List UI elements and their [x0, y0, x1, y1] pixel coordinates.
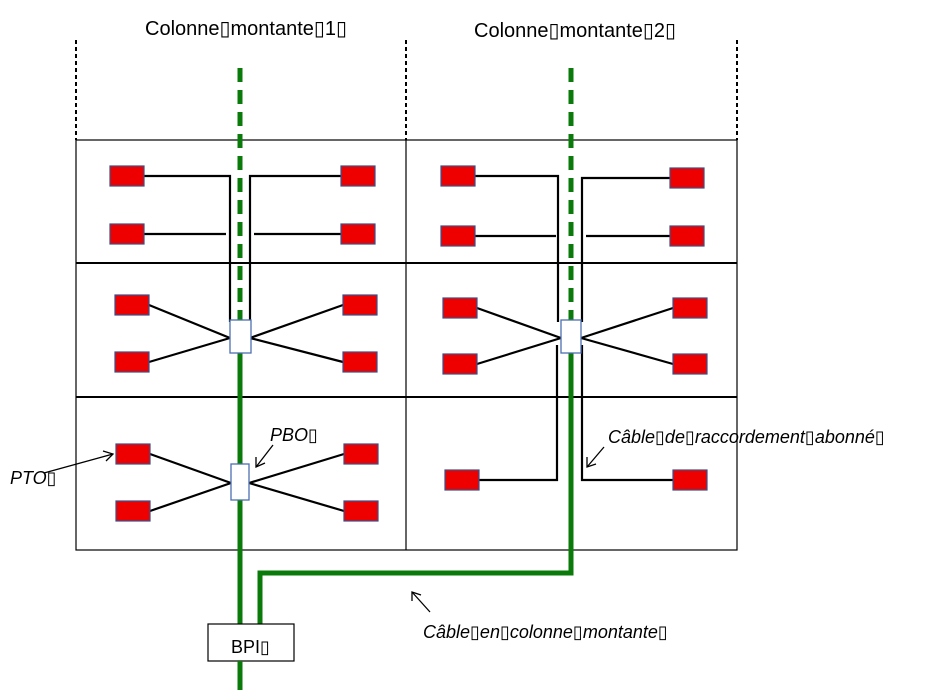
pto-outlet: [115, 500, 151, 522]
bpi-box: [207, 623, 295, 662]
pbo-arrow: [255, 444, 274, 468]
pto-outlet: [672, 469, 708, 491]
pto-arrow: [43, 453, 114, 474]
wire: [475, 174, 560, 322]
wire: [580, 336, 674, 366]
pto-outlets: [109, 165, 708, 522]
pto-outlet: [114, 294, 150, 316]
wire: [476, 336, 562, 366]
riser-2-solid: [257, 345, 574, 628]
pto-outlet: [669, 167, 705, 189]
pbo-box: [560, 319, 582, 354]
pbo-arrowhead: [255, 457, 266, 469]
wire: [248, 174, 341, 322]
wire: [148, 336, 231, 364]
pto-label: PTO▯: [10, 468, 57, 488]
pbo-boxes: [229, 319, 582, 501]
wire: [580, 176, 670, 322]
wire: [248, 481, 345, 513]
pto-outlet: [343, 443, 379, 465]
wire: [144, 174, 232, 322]
colonne-arrow: [411, 591, 431, 613]
pto-outlet: [672, 353, 708, 375]
cable-colonne-label: Câble▯en▯colonne▯montante▯: [423, 622, 668, 642]
wire: [476, 306, 562, 340]
raccordement-arrowhead: [586, 457, 597, 468]
wire: [248, 452, 345, 485]
wire: [149, 452, 232, 485]
colonne-arrowhead: [411, 591, 422, 601]
pbo-label: PBO▯: [270, 425, 318, 445]
pto-outlet: [109, 165, 145, 187]
wire: [149, 481, 232, 513]
wire: [580, 306, 674, 340]
pto-outlet: [115, 443, 151, 465]
pto-outlet: [342, 294, 378, 316]
pto-arrowhead: [102, 450, 115, 462]
pto-outlet: [440, 165, 476, 187]
bpi-label: BPI▯: [231, 637, 270, 657]
pto-outlet: [109, 223, 145, 245]
pto-outlet: [444, 469, 480, 491]
subscriber-cables: [144, 174, 674, 513]
pto-outlet: [340, 223, 376, 245]
wire: [580, 345, 673, 482]
pto-outlet: [340, 165, 376, 187]
pto-outlet: [442, 297, 478, 319]
column-2-title: Colonne▯montante▯2▯: [474, 20, 676, 42]
column-1-title: Colonne▯montante▯1▯: [145, 18, 347, 40]
upper-floors-dotted-lines: [75, 40, 738, 140]
pto-outlet: [442, 353, 478, 375]
building-grid: [75, 139, 738, 551]
annotation-arrows: [43, 444, 605, 613]
pto-outlet: [114, 351, 150, 373]
pto-outlet: [672, 297, 708, 319]
pto-outlet: [669, 225, 705, 247]
wire: [148, 303, 231, 340]
pto-outlet: [440, 225, 476, 247]
cable-raccordement-label: Câble▯de▯raccordement▯abonné▯: [608, 427, 885, 447]
wire: [479, 345, 559, 482]
raccordement-arrow: [586, 446, 605, 468]
pto-outlet: [343, 500, 379, 522]
pto-outlet: [342, 351, 378, 373]
wire: [249, 303, 344, 340]
pbo-box: [229, 319, 252, 354]
wire: [249, 336, 344, 364]
pbo-box: [230, 463, 250, 501]
